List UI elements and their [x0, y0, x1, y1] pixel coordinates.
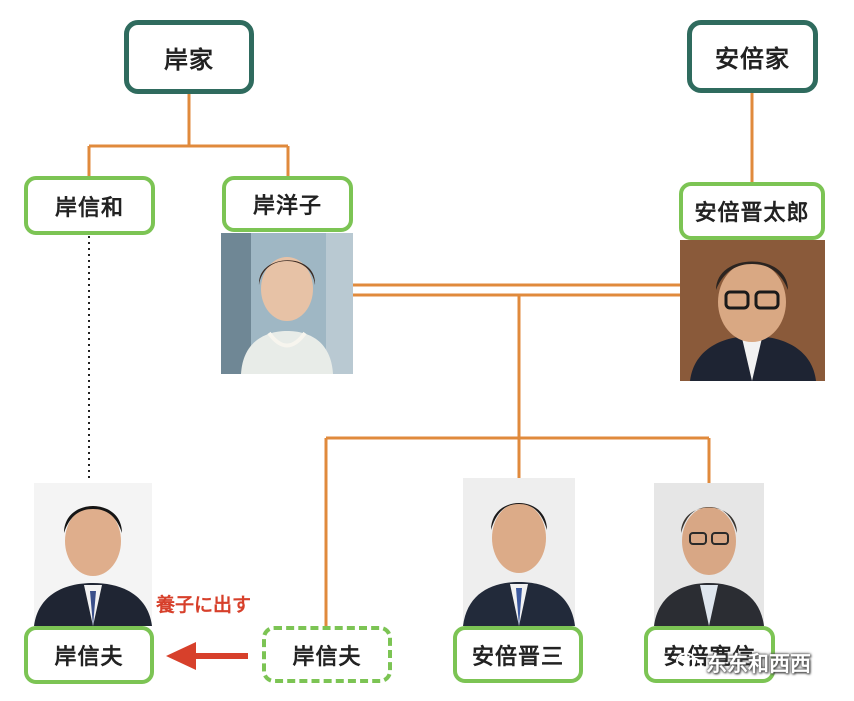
kishi-family-connector [87, 94, 290, 176]
abe-shintaro-photo [680, 240, 825, 381]
abe-shintaro-node: 安倍晋太郎 [679, 182, 825, 240]
abe-shinzo-node: 安倍晋三 [453, 626, 583, 683]
kishi-nobuo-photo [34, 483, 152, 626]
marriage-line [352, 283, 680, 297]
kishi-yoko-node: 岸洋子 [222, 176, 353, 232]
abe-hironobu-photo [654, 483, 764, 626]
abe-shinzo-photo [463, 478, 575, 626]
kishi-nobuo-adopted-node: 岸信夫 [24, 626, 154, 684]
wechat-icon [676, 652, 702, 673]
children-connector [324, 295, 711, 626]
kishi-family-node: 岸家 [124, 20, 254, 94]
watermark-text: 东东和西西 [706, 652, 811, 676]
kishi-nobukazu-node: 岸信和 [24, 176, 155, 235]
kishi-nobuo-birth-node: 岸信夫 [262, 626, 392, 683]
kishi-yoko-photo [221, 233, 353, 374]
adoption-arrow [166, 642, 248, 670]
adoption-annotation: 養子に出す [156, 594, 252, 616]
abe-family-node: 安倍家 [687, 20, 818, 93]
watermark: 东东和西西 [676, 648, 811, 678]
